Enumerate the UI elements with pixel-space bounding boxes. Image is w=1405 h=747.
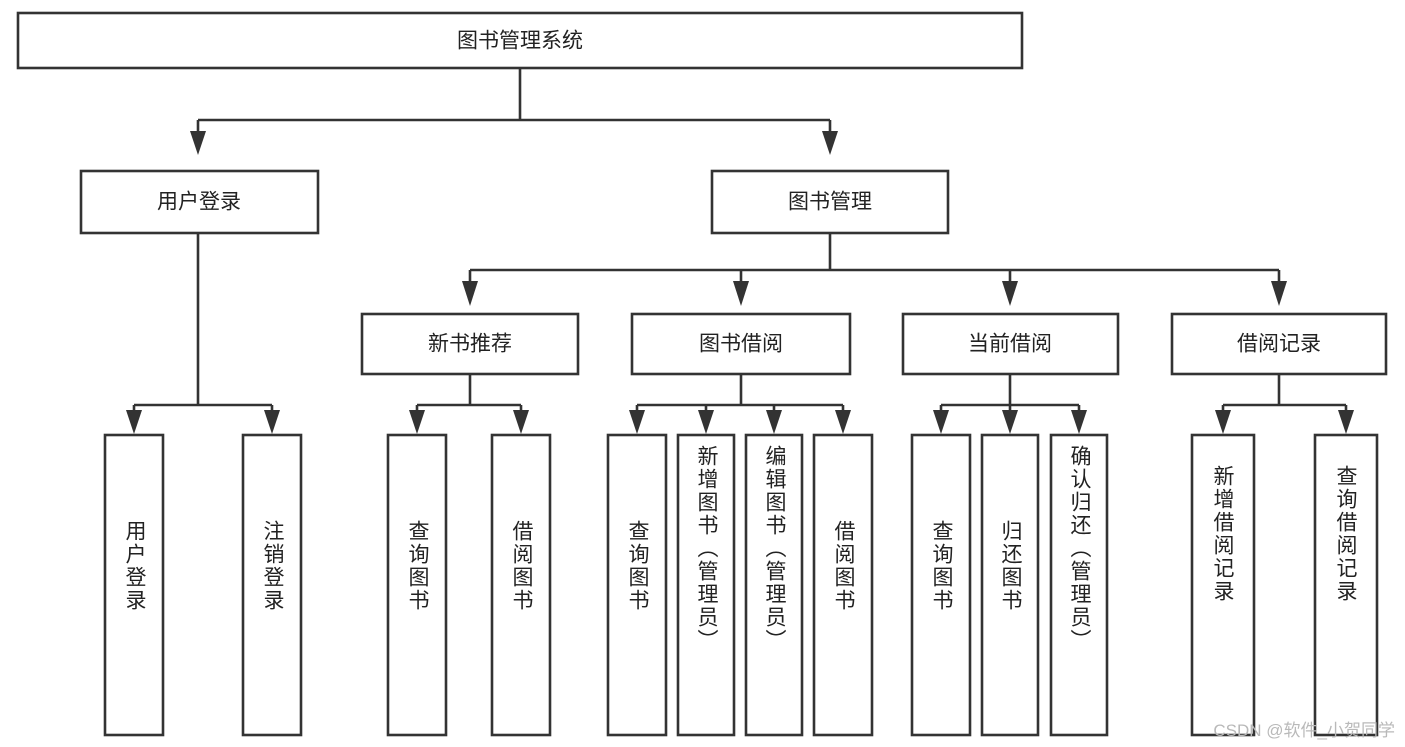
node-book-borrow[interactable]: 图书借阅 [630, 312, 852, 376]
node-leaf-borrow-book-2-box[interactable] [812, 433, 874, 737]
edge-borrowrecord-to-leaves [1215, 374, 1354, 434]
node-borrow-record-box[interactable] [1170, 312, 1388, 376]
node-borrow-record-label: 借阅记录 [1237, 333, 1321, 356]
node-leaf-query-book-2-box[interactable] [606, 433, 668, 737]
node-root-label: 图书管理系统 [457, 30, 583, 53]
node-book-borrow-label: 图书借阅 [699, 333, 783, 356]
edge-currentborrow-to-leaves [933, 374, 1087, 434]
node-current-borrow[interactable]: 当前借阅 [901, 312, 1120, 376]
node-new-book-rec[interactable]: 新书推荐 [360, 312, 580, 376]
node-leaf-confirm-return-box[interactable] [1049, 433, 1109, 737]
edge-newbookrec-to-leaves [409, 374, 529, 434]
arrow-head-leaf-confirm-return [1071, 410, 1087, 434]
arrow-head-leaf-query-book-3 [933, 410, 949, 434]
node-leaf-return-book-box[interactable] [980, 433, 1040, 737]
arrow-head-leaf-add-book [698, 410, 714, 434]
arrow-head-borrow-record [1271, 281, 1287, 306]
arrow-head-new-book-rec [462, 281, 478, 306]
node-leaf-query-book-1-box[interactable] [386, 433, 448, 737]
arrow-head-leaf-user-login [126, 410, 142, 434]
node-book-mgmt[interactable]: 图书管理 [710, 169, 950, 235]
arrow-head-book-borrow [733, 281, 749, 306]
node-leaf-user-login-box[interactable] [103, 433, 165, 737]
node-book-borrow-box[interactable] [630, 312, 852, 376]
arrow-head-leaf-borrow-book-2 [835, 410, 851, 434]
arrow-head-leaf-query-book-1 [409, 410, 425, 434]
node-borrow-record[interactable]: 借阅记录 [1170, 312, 1388, 376]
node-leaf-add-record-box[interactable] [1190, 433, 1256, 737]
node-leaf-query-record-box[interactable] [1313, 433, 1379, 737]
arrow-head-leaf-edit-book [766, 410, 782, 434]
node-leaf-logout-login-box[interactable] [241, 433, 303, 737]
arrow-head-leaf-query-record [1338, 410, 1354, 434]
node-user-login-box[interactable] [79, 169, 320, 235]
node-current-borrow-box[interactable] [901, 312, 1120, 376]
arrow-head-user-login [190, 131, 206, 155]
node-leaf-edit-book-box[interactable] [744, 433, 804, 737]
node-user-login-label: 用户登录 [157, 191, 241, 214]
watermark-text: CSDN @软件_小贺同学 [1213, 721, 1395, 740]
node-leaf-add-book-box[interactable] [676, 433, 736, 737]
node-leaf-query-book-3-box[interactable] [910, 433, 972, 737]
node-new-book-rec-box[interactable] [360, 312, 580, 376]
arrow-head-leaf-add-record [1215, 410, 1231, 434]
edge-userlogin-to-leaves [126, 233, 280, 434]
edge-bookborrow-to-leaves [629, 374, 851, 434]
arrow-head-leaf-query-book-2 [629, 410, 645, 434]
arrow-head-leaf-logout-login [264, 410, 280, 434]
node-book-mgmt-label: 图书管理 [788, 191, 872, 214]
node-leaf-borrow-book-1-box[interactable] [490, 433, 552, 737]
node-current-borrow-label: 当前借阅 [968, 333, 1052, 356]
arrow-head-leaf-return-book [1002, 410, 1018, 434]
edge-bookmgmt-to-level3 [462, 233, 1287, 306]
edge-root-to-level2 [190, 68, 838, 155]
node-user-login[interactable]: 用户登录 [79, 169, 320, 235]
node-book-mgmt-box[interactable] [710, 169, 950, 235]
node-new-book-rec-label: 新书推荐 [428, 333, 512, 356]
node-root[interactable]: 图书管理系统 [16, 11, 1024, 70]
arrow-head-book-mgmt [822, 131, 838, 155]
arrow-head-current-borrow [1002, 281, 1018, 306]
node-root-box[interactable] [16, 11, 1024, 70]
arrow-head-leaf-borrow-book-1 [513, 410, 529, 434]
